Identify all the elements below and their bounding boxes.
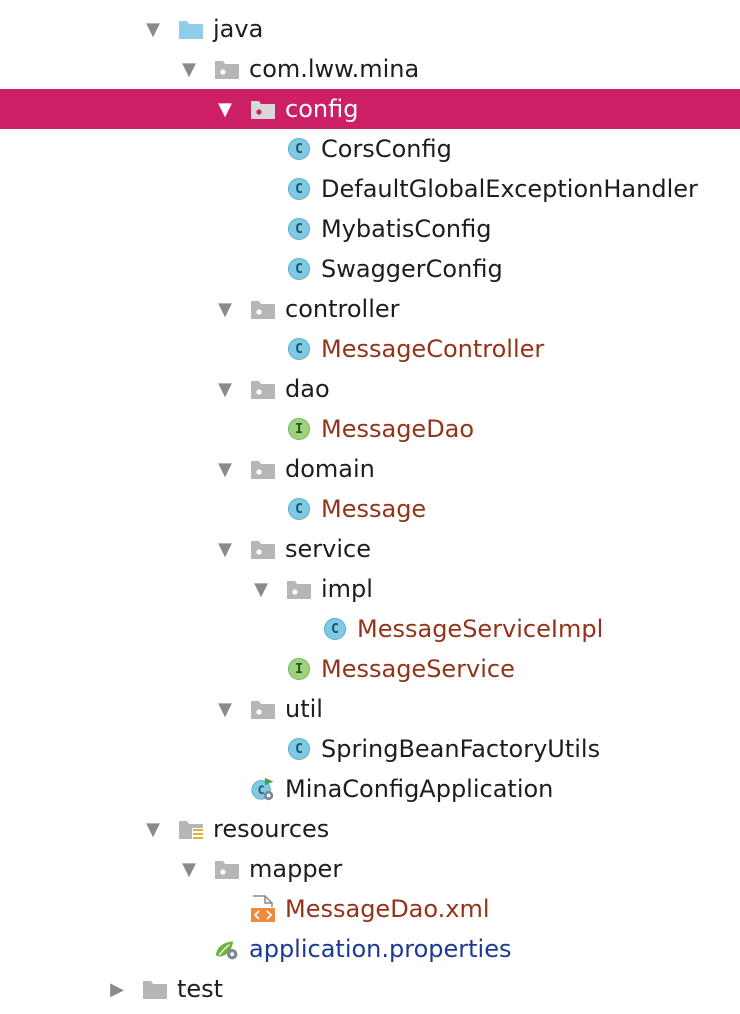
tree-item-label: SpringBeanFactoryUtils [321,735,601,763]
class-badge: C [288,218,310,240]
tree-item-test[interactable]: ▶ test [0,969,740,1009]
tree-item-label: application.properties [249,935,512,963]
class-badge: C [288,138,310,160]
tree-item-messagedao-xml[interactable]: MessageDao.xml [0,889,740,929]
expand-arrow-down-icon[interactable]: ▼ [218,298,232,320]
tree-item-resources[interactable]: ▼ resources [0,809,740,849]
package-icon [250,456,276,482]
class-icon: C [286,136,312,162]
tree-item-message[interactable]: C Message [0,489,740,529]
interface-icon: I [286,416,312,442]
tree-item-impl[interactable]: ▼ impl [0,569,740,609]
package-icon [214,56,240,82]
tree-item-springbeanfactoryutils[interactable]: C SpringBeanFactoryUtils [0,729,740,769]
spring-boot-app-icon: C [250,776,276,802]
tree-item-util[interactable]: ▼ util [0,689,740,729]
tree-item-label: mapper [249,855,343,883]
tree-item-label: util [285,695,323,723]
expand-arrow-down-icon[interactable]: ▼ [182,858,196,880]
tree-item-dao[interactable]: ▼ dao [0,369,740,409]
source-folder-icon [178,16,204,42]
tree-item-mybatisconfig[interactable]: C MybatisConfig [0,209,740,249]
spring-properties-icon [214,936,240,962]
package-icon [214,856,240,882]
class-badge: C [288,498,310,520]
interface-badge: I [288,418,310,440]
expand-arrow-down-icon[interactable]: ▼ [146,818,160,840]
tree-item-label: MessageController [321,335,545,363]
tree-item-label: Message [321,495,427,523]
package-icon [250,96,276,122]
expand-arrow-down-icon[interactable]: ▼ [218,458,232,480]
expand-arrow-down-icon[interactable]: ▼ [218,98,232,120]
tree-item-messagecontroller[interactable]: C MessageController [0,329,740,369]
tree-item-domain[interactable]: ▼ domain [0,449,740,489]
class-icon: C [286,336,312,362]
tree-item-mapper[interactable]: ▼ mapper [0,849,740,889]
class-icon: C [286,496,312,522]
tree-item-config[interactable]: ▼ config [0,89,740,129]
expand-arrow-down-icon[interactable]: ▼ [254,578,268,600]
tree-item-defaultglobalexceptionhandler[interactable]: C DefaultGlobalExceptionHandler [0,169,740,209]
expand-arrow-down-icon[interactable]: ▼ [182,58,196,80]
tree-item-label: MinaConfigApplication [285,775,554,803]
tree-item-messageserviceimpl[interactable]: C MessageServiceImpl [0,609,740,649]
tree-item-service[interactable]: ▼ service [0,529,740,569]
class-badge: C [324,618,346,640]
class-icon: C [322,616,348,642]
package-icon [250,536,276,562]
tree-item-label: dao [285,375,330,403]
tree-item-label: MybatisConfig [321,215,492,243]
interface-icon: I [286,656,312,682]
tree-item-label: MessageServiceImpl [357,615,604,643]
package-icon [250,376,276,402]
expand-arrow-down-icon[interactable]: ▼ [218,378,232,400]
class-badge: C [288,338,310,360]
class-badge: C [288,178,310,200]
tree-item-com-lww-mina[interactable]: ▼ com.lww.mina [0,49,740,89]
expand-arrow-down-icon[interactable]: ▼ [146,18,160,40]
tree-item-label: controller [285,295,400,323]
folder-icon [142,976,168,1002]
tree-item-label: test [177,975,224,1003]
tree-item-label: SwaggerConfig [321,255,503,283]
expand-arrow-down-icon[interactable]: ▼ [218,698,232,720]
tree-item-messageservice[interactable]: I MessageService [0,649,740,689]
tree-item-controller[interactable]: ▼ controller [0,289,740,329]
tree-item-application-properties[interactable]: application.properties [0,929,740,969]
class-icon: C [286,736,312,762]
class-icon: C [286,176,312,202]
tree-item-label: MessageDao [321,415,475,443]
tree-item-label: config [285,95,359,123]
expand-arrow-down-icon[interactable]: ▼ [218,538,232,560]
class-badge: C [288,258,310,280]
tree-item-label: service [285,535,371,563]
class-badge: C [288,738,310,760]
xml-file-icon [250,895,276,922]
tree-item-java[interactable]: ▼ java [0,9,740,49]
interface-badge: I [288,658,310,680]
tree-item-messagedao[interactable]: I MessageDao [0,409,740,449]
tree-item-label: java [213,15,264,43]
tree-item-swaggerconfig[interactable]: C SwaggerConfig [0,249,740,289]
package-icon [250,296,276,322]
tree-item-label: MessageDao.xml [285,895,490,923]
tree-item-label: impl [321,575,373,603]
class-icon: C [286,216,312,242]
tree-item-minaconfigapplication[interactable]: C MinaConfigApplication [0,769,740,809]
resources-folder-icon [178,816,204,842]
tree-item-label: CorsConfig [321,135,452,163]
class-icon: C [286,256,312,282]
tree-item-label: MessageService [321,655,515,683]
collapse-arrow-right-icon[interactable]: ▶ [110,978,124,1000]
tree-item-label: resources [213,815,330,843]
tree-item-label: com.lww.mina [249,55,420,83]
package-icon [286,576,312,602]
svg-text:C: C [258,784,265,797]
package-icon [250,696,276,722]
tree-item-corsconfig[interactable]: C CorsConfig [0,129,740,169]
tree-item-label: domain [285,455,375,483]
tree-item-label: DefaultGlobalExceptionHandler [321,175,698,203]
